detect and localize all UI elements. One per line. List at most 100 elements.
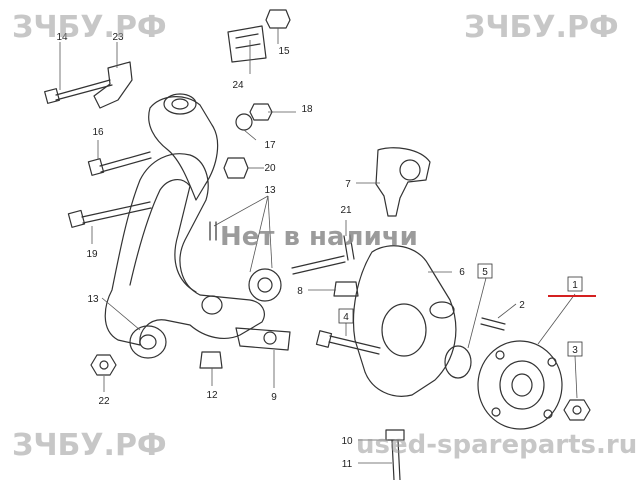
part-drawings — [44, 9, 591, 480]
washer-17 — [235, 113, 253, 131]
leader-2 — [497, 303, 517, 319]
callout-10: 10 — [341, 436, 353, 447]
bolt-4-head — [315, 330, 333, 348]
wheel-hub-1 — [477, 340, 563, 430]
callout-3: 3 — [572, 345, 578, 356]
hub-nut-hole — [572, 405, 582, 415]
bolt-14 — [55, 79, 113, 101]
callout-11: 11 — [342, 459, 353, 470]
nut-20 — [223, 157, 249, 179]
leader-17 — [243, 129, 257, 141]
ball-joint-socket — [399, 159, 421, 181]
callout-6: 6 — [459, 267, 465, 278]
callout-9: 9 — [271, 392, 277, 403]
sleeve-8 — [333, 281, 359, 297]
bolt-16-head — [87, 158, 105, 176]
callout-labels: 1 2 3 4 5 6 7 8 9 10 11 12 13 13 14 15 1… — [56, 32, 583, 470]
hub-stud — [491, 407, 501, 417]
callout-box-5 — [477, 263, 493, 279]
leader-13c — [267, 195, 273, 269]
link-9 — [235, 327, 291, 351]
availability-overlay: Нет в наличи — [220, 222, 418, 252]
bolt-14-head — [44, 88, 60, 104]
callout-19: 19 — [86, 249, 98, 260]
callout-13-right: 13 — [264, 185, 276, 196]
nut-22-hole — [99, 360, 109, 370]
callout-20: 20 — [264, 163, 276, 174]
callout-box-1 — [567, 276, 583, 292]
callout-18: 18 — [301, 104, 313, 115]
callout-4: 4 — [343, 312, 349, 323]
hub-nut-3 — [563, 399, 591, 421]
watermark-bottom-right: used-spareparts.ru — [356, 430, 638, 460]
callout-21: 21 — [340, 205, 352, 216]
bolt-10-head — [385, 429, 405, 441]
callout-5: 5 — [482, 267, 488, 278]
rear-bushing-core — [257, 277, 273, 293]
leader-13b — [249, 195, 269, 273]
lower-control-arm — [104, 153, 265, 346]
nut-15 — [265, 9, 291, 29]
bolt-16 — [99, 151, 152, 173]
hub-stud — [547, 357, 557, 367]
callout-12: 12 — [206, 390, 218, 401]
front-bushing-core — [139, 334, 157, 350]
lower-control-arm-inner — [129, 179, 197, 293]
arm-eye — [201, 295, 223, 315]
wheel-hub-center — [499, 360, 545, 410]
leader-5 — [467, 277, 487, 349]
cap-12 — [199, 351, 223, 369]
callout-14: 14 — [56, 32, 68, 43]
seal-ring-5 — [444, 345, 472, 379]
subframe-bracket — [148, 96, 219, 201]
callout-2: 2 — [519, 300, 525, 311]
watermark-bottom-left: ЗЧБУ.РФ — [12, 428, 167, 463]
stud-21 — [343, 234, 355, 261]
watermark-top-right: ЗЧБУ.РФ — [464, 10, 619, 45]
hub-stud — [543, 409, 553, 419]
callout-box-3 — [567, 341, 583, 357]
ball-joint-7 — [375, 147, 431, 217]
leader-13-left — [101, 297, 141, 331]
leader-lines — [59, 28, 578, 464]
callout-15: 15 — [278, 46, 290, 57]
link-9-hole — [263, 331, 277, 345]
callout-24: 24 — [232, 80, 244, 91]
bolt-10 — [391, 439, 401, 480]
front-bushing — [129, 325, 167, 359]
stud-13 — [209, 221, 217, 241]
knuckle-bore — [381, 303, 427, 357]
bolt-13-long — [291, 255, 346, 275]
callout-1: 1 — [572, 280, 578, 291]
leader-3 — [574, 355, 578, 399]
bracket-collar-hole — [171, 98, 189, 110]
leader-1 — [537, 293, 576, 345]
callout-box-4 — [338, 308, 354, 324]
knuckle-boss — [429, 301, 455, 319]
bolt-4 — [328, 335, 381, 355]
callout-17: 17 — [264, 140, 276, 151]
clip-24-detail — [235, 33, 261, 49]
leader-13a — [213, 195, 269, 227]
rear-bushing — [248, 268, 282, 302]
callout-22: 22 — [98, 396, 110, 407]
callout-23: 23 — [112, 32, 124, 43]
nut-18 — [249, 103, 273, 121]
callout-7: 7 — [345, 179, 351, 190]
bracket-23 — [93, 61, 133, 109]
steering-knuckle — [352, 245, 457, 397]
callout-16: 16 — [92, 127, 104, 138]
clip-24 — [227, 25, 267, 63]
watermark-top-left: ЗЧБУ.РФ — [12, 10, 167, 45]
bolt-19 — [81, 201, 152, 224]
bracket-collar — [163, 93, 197, 115]
hub-stud — [495, 350, 505, 360]
wheel-hub-bore — [511, 373, 533, 397]
callout-8: 8 — [297, 286, 303, 297]
bolt-2 — [480, 317, 506, 331]
bolt-19-head — [67, 209, 86, 228]
nut-22 — [90, 354, 117, 376]
callout-13-left: 13 — [87, 294, 99, 305]
